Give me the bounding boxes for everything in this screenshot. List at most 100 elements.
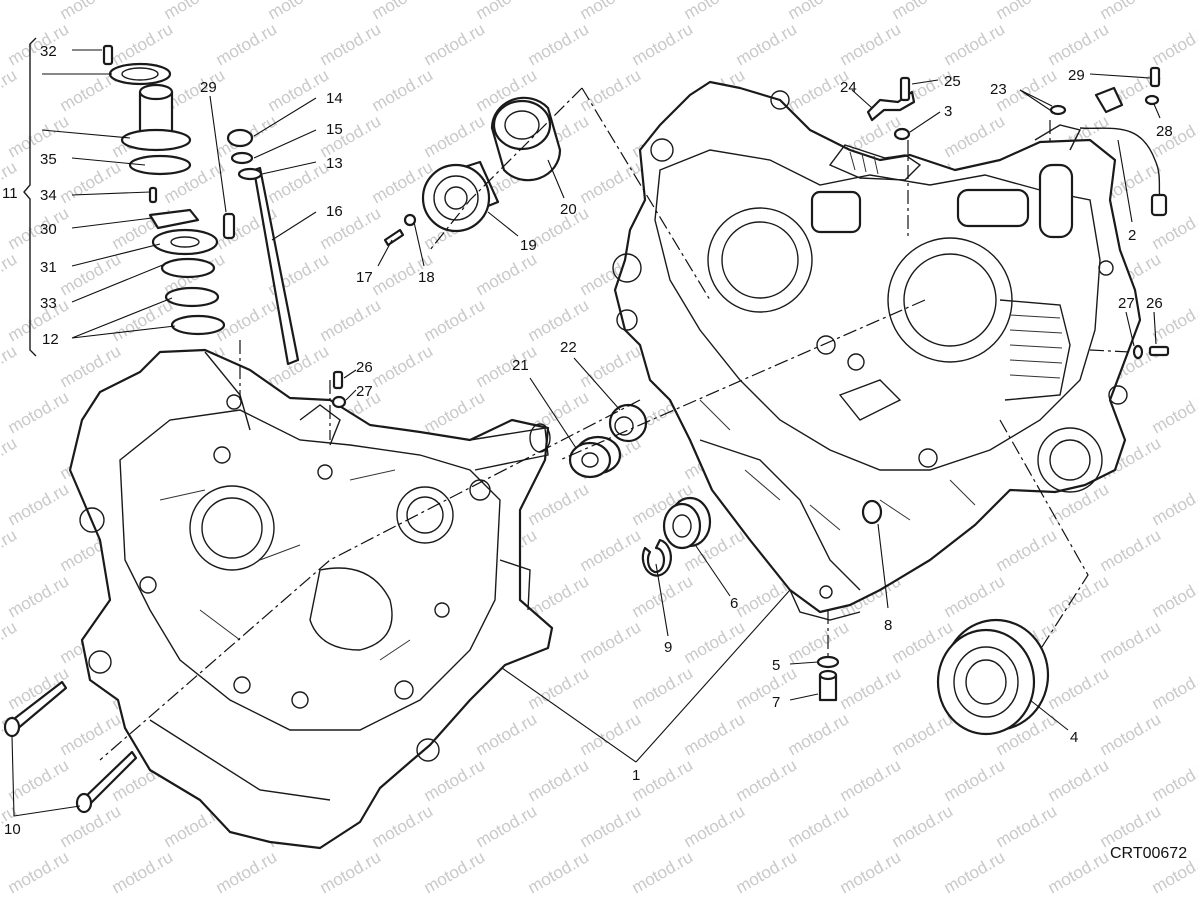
callout-30: 30	[40, 221, 57, 238]
watermark-text: motod.ru	[733, 19, 801, 69]
callout-19: 19	[520, 237, 537, 254]
callout-8: 8	[884, 617, 892, 634]
bolts-10	[3, 680, 138, 814]
watermark-text: motod.ru	[0, 617, 20, 667]
bearing-6	[662, 496, 712, 550]
watermark-text: motod.ru	[317, 295, 385, 345]
callout-9: 9	[664, 639, 672, 656]
dowel-26-right	[1148, 345, 1170, 357]
watermark-text: motod.ru	[0, 433, 20, 483]
dowel-26-left	[332, 370, 344, 390]
watermark-text: motod.ru	[473, 709, 541, 759]
watermark-text: motod.ru	[837, 847, 905, 897]
watermark-text: motod.ru	[1149, 755, 1198, 805]
callout-25: 25	[944, 73, 961, 90]
callout-20: 20	[560, 201, 577, 218]
bearing-21	[568, 435, 622, 479]
watermark-text: motod.ru	[5, 387, 73, 437]
watermark-text: motod.ru	[941, 571, 1009, 621]
callout-32: 32	[40, 43, 57, 60]
watermark-text: motod.ru	[681, 617, 749, 667]
callout-26b: 26	[1146, 295, 1163, 312]
watermark-text: motod.ru	[629, 847, 697, 897]
circlip-9	[641, 538, 672, 577]
watermark-text: motod.ru	[681, 0, 749, 23]
callout-35: 35	[40, 151, 57, 168]
callout-3: 3	[944, 103, 952, 120]
callout-4: 4	[1070, 729, 1078, 746]
watermark-text: motod.ru	[785, 0, 853, 23]
watermark-text: motod.ru	[525, 847, 593, 897]
watermark-text: motod.ru	[681, 801, 749, 851]
callout-6: 6	[730, 595, 738, 612]
watermark-text: motod.ru	[473, 341, 541, 391]
watermark-text: motod.ru	[0, 65, 20, 115]
callout-28: 28	[1156, 123, 1173, 140]
watermark-text: motod.ru	[837, 19, 905, 69]
bolt-25	[899, 76, 911, 102]
bearing-4	[936, 618, 1050, 736]
watermark-text: motod.ru	[1149, 387, 1198, 437]
watermark-text: motod.ru	[941, 755, 1009, 805]
watermark-text: motod.ru	[889, 0, 957, 23]
watermark-text: motod.ru	[5, 111, 73, 161]
washer-3	[893, 127, 911, 141]
watermark-text: motod.ru	[161, 0, 229, 23]
watermark-text: motod.ru	[109, 847, 177, 897]
watermark-text: motod.ru	[525, 663, 593, 713]
watermark-text: motod.ru	[1097, 525, 1165, 575]
o-ring-8	[861, 499, 883, 525]
watermark-text: motod.ru	[1149, 663, 1198, 713]
callout-31: 31	[40, 259, 57, 276]
watermark-text: motod.ru	[5, 19, 73, 69]
watermark-text: motod.ru	[369, 341, 437, 391]
watermark-text: motod.ru	[577, 801, 645, 851]
watermark-text: motod.ru	[421, 295, 489, 345]
watermark-text: motod.ru	[1097, 0, 1165, 23]
watermark-text: motod.ru	[265, 65, 333, 115]
cap-14	[226, 128, 263, 181]
watermark-text: motod.ru	[421, 387, 489, 437]
watermark-text: motod.ru	[993, 801, 1061, 851]
watermark-text: motod.ru	[1045, 847, 1113, 897]
callout-10: 10	[4, 821, 21, 838]
callout-27b: 27	[1118, 295, 1135, 312]
watermark-text: motod.ru	[5, 295, 73, 345]
seal-22	[608, 403, 648, 443]
watermark-text: motod.ru	[1149, 571, 1198, 621]
watermark-text: motod.ru	[1045, 19, 1113, 69]
watermark-text: motod.ru	[993, 525, 1061, 575]
watermark-text: motod.ru	[785, 801, 853, 851]
watermark-text: motod.ru	[1097, 709, 1165, 759]
watermark-text: motod.ru	[941, 19, 1009, 69]
callout-29: 29	[200, 79, 217, 96]
callout-33: 33	[40, 295, 57, 312]
watermark-text: motod.ru	[473, 249, 541, 299]
watermark-text: motod.ru	[577, 157, 645, 207]
callout-29b: 29	[1068, 67, 1085, 84]
left-crankcase-half	[68, 348, 554, 850]
watermark-text: motod.ru	[57, 0, 125, 23]
watermark-text: motod.ru	[733, 847, 801, 897]
watermark-text: motod.ru	[265, 157, 333, 207]
watermark-text: motod.ru	[109, 19, 177, 69]
watermark-text: motod.ru	[1149, 479, 1198, 529]
callout-2: 2	[1128, 227, 1136, 244]
watermark-text: motod.ru	[525, 295, 593, 345]
watermark-text: motod.ru	[1045, 663, 1113, 713]
bearing-19	[421, 160, 500, 233]
screw-17	[383, 228, 405, 247]
watermark-text: motod.ru	[5, 755, 73, 805]
ring-27-right	[1132, 344, 1144, 360]
watermark-text: motod.ru	[5, 571, 73, 621]
watermark-text: motod.ru	[5, 847, 73, 897]
watermark-text: motod.ru	[57, 709, 125, 759]
watermark-text: motod.ru	[525, 19, 593, 69]
right-crankcase-half	[612, 80, 1142, 621]
pin-29-left	[222, 212, 236, 240]
watermark-text: motod.ru	[213, 847, 281, 897]
washer-18	[403, 213, 417, 227]
watermark-text: motod.ru	[213, 19, 281, 69]
assembly-lines	[99, 87, 1131, 761]
watermark-text: motod.ru	[889, 801, 957, 851]
